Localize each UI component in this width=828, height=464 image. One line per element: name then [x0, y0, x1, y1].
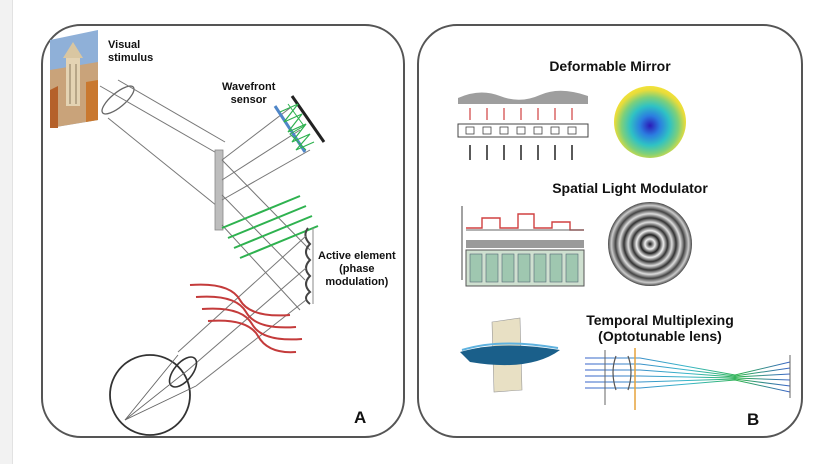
visual-stimulus-image: [50, 30, 98, 128]
left-edge-strip: [0, 0, 13, 464]
slm-phase-map: [608, 202, 692, 286]
title-deformable-mirror: Deformable Mirror: [549, 58, 671, 74]
panel-a: [41, 24, 405, 438]
deformable-mirror-schematic: [457, 90, 589, 160]
red-wavefronts: [189, 283, 303, 354]
lens-ray-diagram: [585, 348, 791, 410]
wavefront-sensor: [273, 95, 326, 153]
beamsplitter: [214, 149, 224, 231]
label-wavefront-sensor: Wavefront sensor: [222, 81, 276, 106]
slm-schematic: [461, 206, 585, 287]
title-temporal-multiplexing: Temporal Multiplexing (Optotunable lens): [586, 312, 734, 344]
panel-letter-a: A: [354, 408, 367, 427]
stimulus-lens: [101, 85, 135, 115]
title-spatial-light-modulator: Spatial Light Modulator: [552, 180, 708, 196]
optotunable-lens: [460, 317, 560, 393]
panel-letter-b: B: [747, 410, 760, 429]
label-active-element: Active element (phase modulation): [318, 250, 396, 288]
label-visual-stimulus: Visual stimulus: [108, 39, 154, 64]
eye-diagram: [109, 354, 198, 436]
stimulus-beam: [99, 79, 226, 211]
deformable-mirror-phase-map: [614, 86, 686, 158]
green-wavefronts: [221, 195, 319, 259]
panel-b: [417, 24, 803, 438]
